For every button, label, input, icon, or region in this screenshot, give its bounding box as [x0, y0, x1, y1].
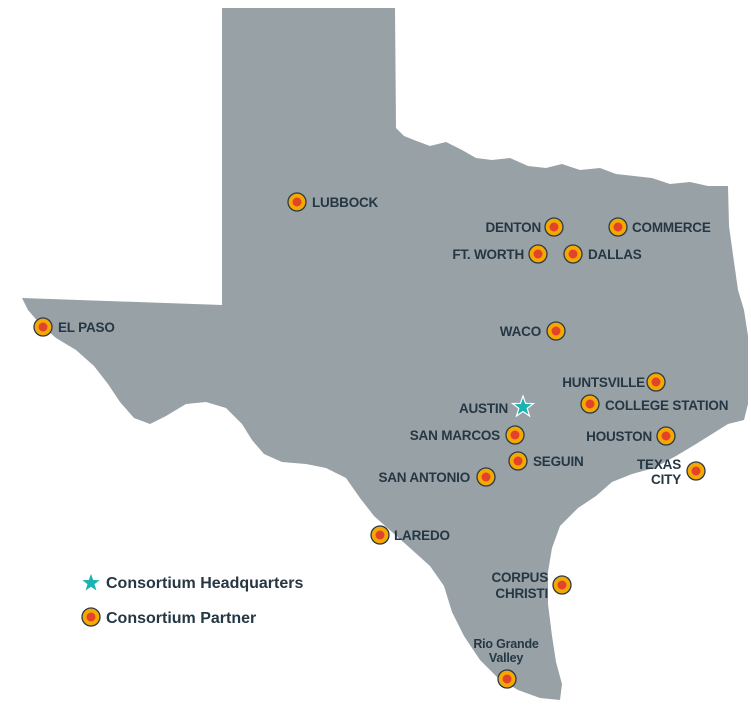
city-label: DALLAS — [588, 247, 642, 262]
city-houston[interactable]: HOUSTON — [586, 426, 676, 446]
city-label: EL PASO — [58, 320, 115, 335]
dot-center — [510, 430, 520, 440]
city-denton[interactable]: DENTON — [485, 217, 564, 237]
dot-center — [551, 326, 561, 336]
star-icon — [510, 394, 536, 418]
city-label: CORPUS — [491, 570, 548, 585]
city-label: COMMERCE — [632, 220, 711, 235]
dot-center — [691, 466, 701, 476]
city-corpus-christi[interactable]: CORPUS CHRISTI — [491, 570, 572, 601]
city-label: DENTON — [485, 220, 541, 235]
dot-center — [661, 431, 671, 441]
city-label: LAREDO — [394, 528, 450, 543]
legend-partner: Consortium Partner — [81, 607, 256, 627]
city-label: SAN ANTONIO — [378, 470, 470, 485]
dot-center — [651, 377, 661, 387]
city-laredo[interactable]: LAREDO — [370, 525, 450, 545]
legend-partner-label: Consortium Partner — [106, 610, 256, 627]
city-commerce[interactable]: COMMERCE — [608, 217, 711, 237]
city-label: AUSTIN — [459, 401, 508, 416]
legend: Consortium Headquarters Consortium Partn… — [78, 570, 303, 627]
city-label: HUNTSVILLE — [562, 375, 645, 390]
dot-center — [481, 472, 491, 482]
city-el-paso[interactable]: EL PASO — [33, 317, 115, 337]
dot-center — [613, 222, 623, 232]
dot-center — [568, 249, 578, 259]
dot-center — [585, 399, 595, 409]
city-label: TEXAS — [637, 457, 681, 472]
city-san-marcos[interactable]: SAN MARCOS — [410, 425, 525, 445]
dot-center — [513, 456, 523, 466]
city-rio-grande-valley[interactable]: Rio Grande Valley — [473, 637, 539, 689]
dot-center — [86, 612, 96, 622]
city-label: SAN MARCOS — [410, 428, 500, 443]
city-markers: AUSTIN LUBBOCK DENTON COMMERCE FT. WORTH… — [33, 192, 728, 689]
headquarters-austin[interactable]: AUSTIN — [459, 394, 536, 418]
dot-center — [38, 322, 48, 332]
dot-center — [533, 249, 543, 259]
city-label: Valley — [489, 651, 523, 665]
city-texas-city[interactable]: TEXAS CITY — [637, 457, 706, 487]
city-label: WACO — [500, 324, 541, 339]
legend-headquarters: Consortium Headquarters — [78, 570, 303, 594]
dot-center — [502, 674, 512, 684]
city-label: HOUSTON — [586, 429, 652, 444]
legend-headquarters-label: Consortium Headquarters — [106, 575, 303, 592]
dot-center — [557, 580, 567, 590]
city-lubbock[interactable]: LUBBOCK — [287, 192, 379, 212]
city-label: Rio Grande — [473, 637, 539, 651]
texas-state-shape — [22, 8, 748, 700]
dot-center — [292, 197, 302, 207]
city-label: FT. WORTH — [452, 247, 524, 262]
city-label: LUBBOCK — [312, 195, 379, 210]
city-ft-worth[interactable]: FT. WORTH — [452, 244, 548, 264]
city-seguin[interactable]: SEGUIN — [508, 451, 584, 471]
dot-center — [375, 530, 385, 540]
city-label: CITY — [651, 472, 681, 487]
city-waco[interactable]: WACO — [500, 321, 566, 341]
city-dallas[interactable]: DALLAS — [563, 244, 642, 264]
city-label: SEGUIN — [533, 454, 584, 469]
city-huntsville[interactable]: HUNTSVILLE — [562, 372, 666, 392]
city-college-station[interactable]: COLLEGE STATION — [580, 394, 728, 414]
star-icon — [78, 570, 104, 594]
dot-center — [549, 222, 559, 232]
city-san-antonio[interactable]: SAN ANTONIO — [378, 467, 496, 487]
city-label: CHRISTI — [495, 586, 548, 601]
city-label: COLLEGE STATION — [605, 398, 728, 413]
